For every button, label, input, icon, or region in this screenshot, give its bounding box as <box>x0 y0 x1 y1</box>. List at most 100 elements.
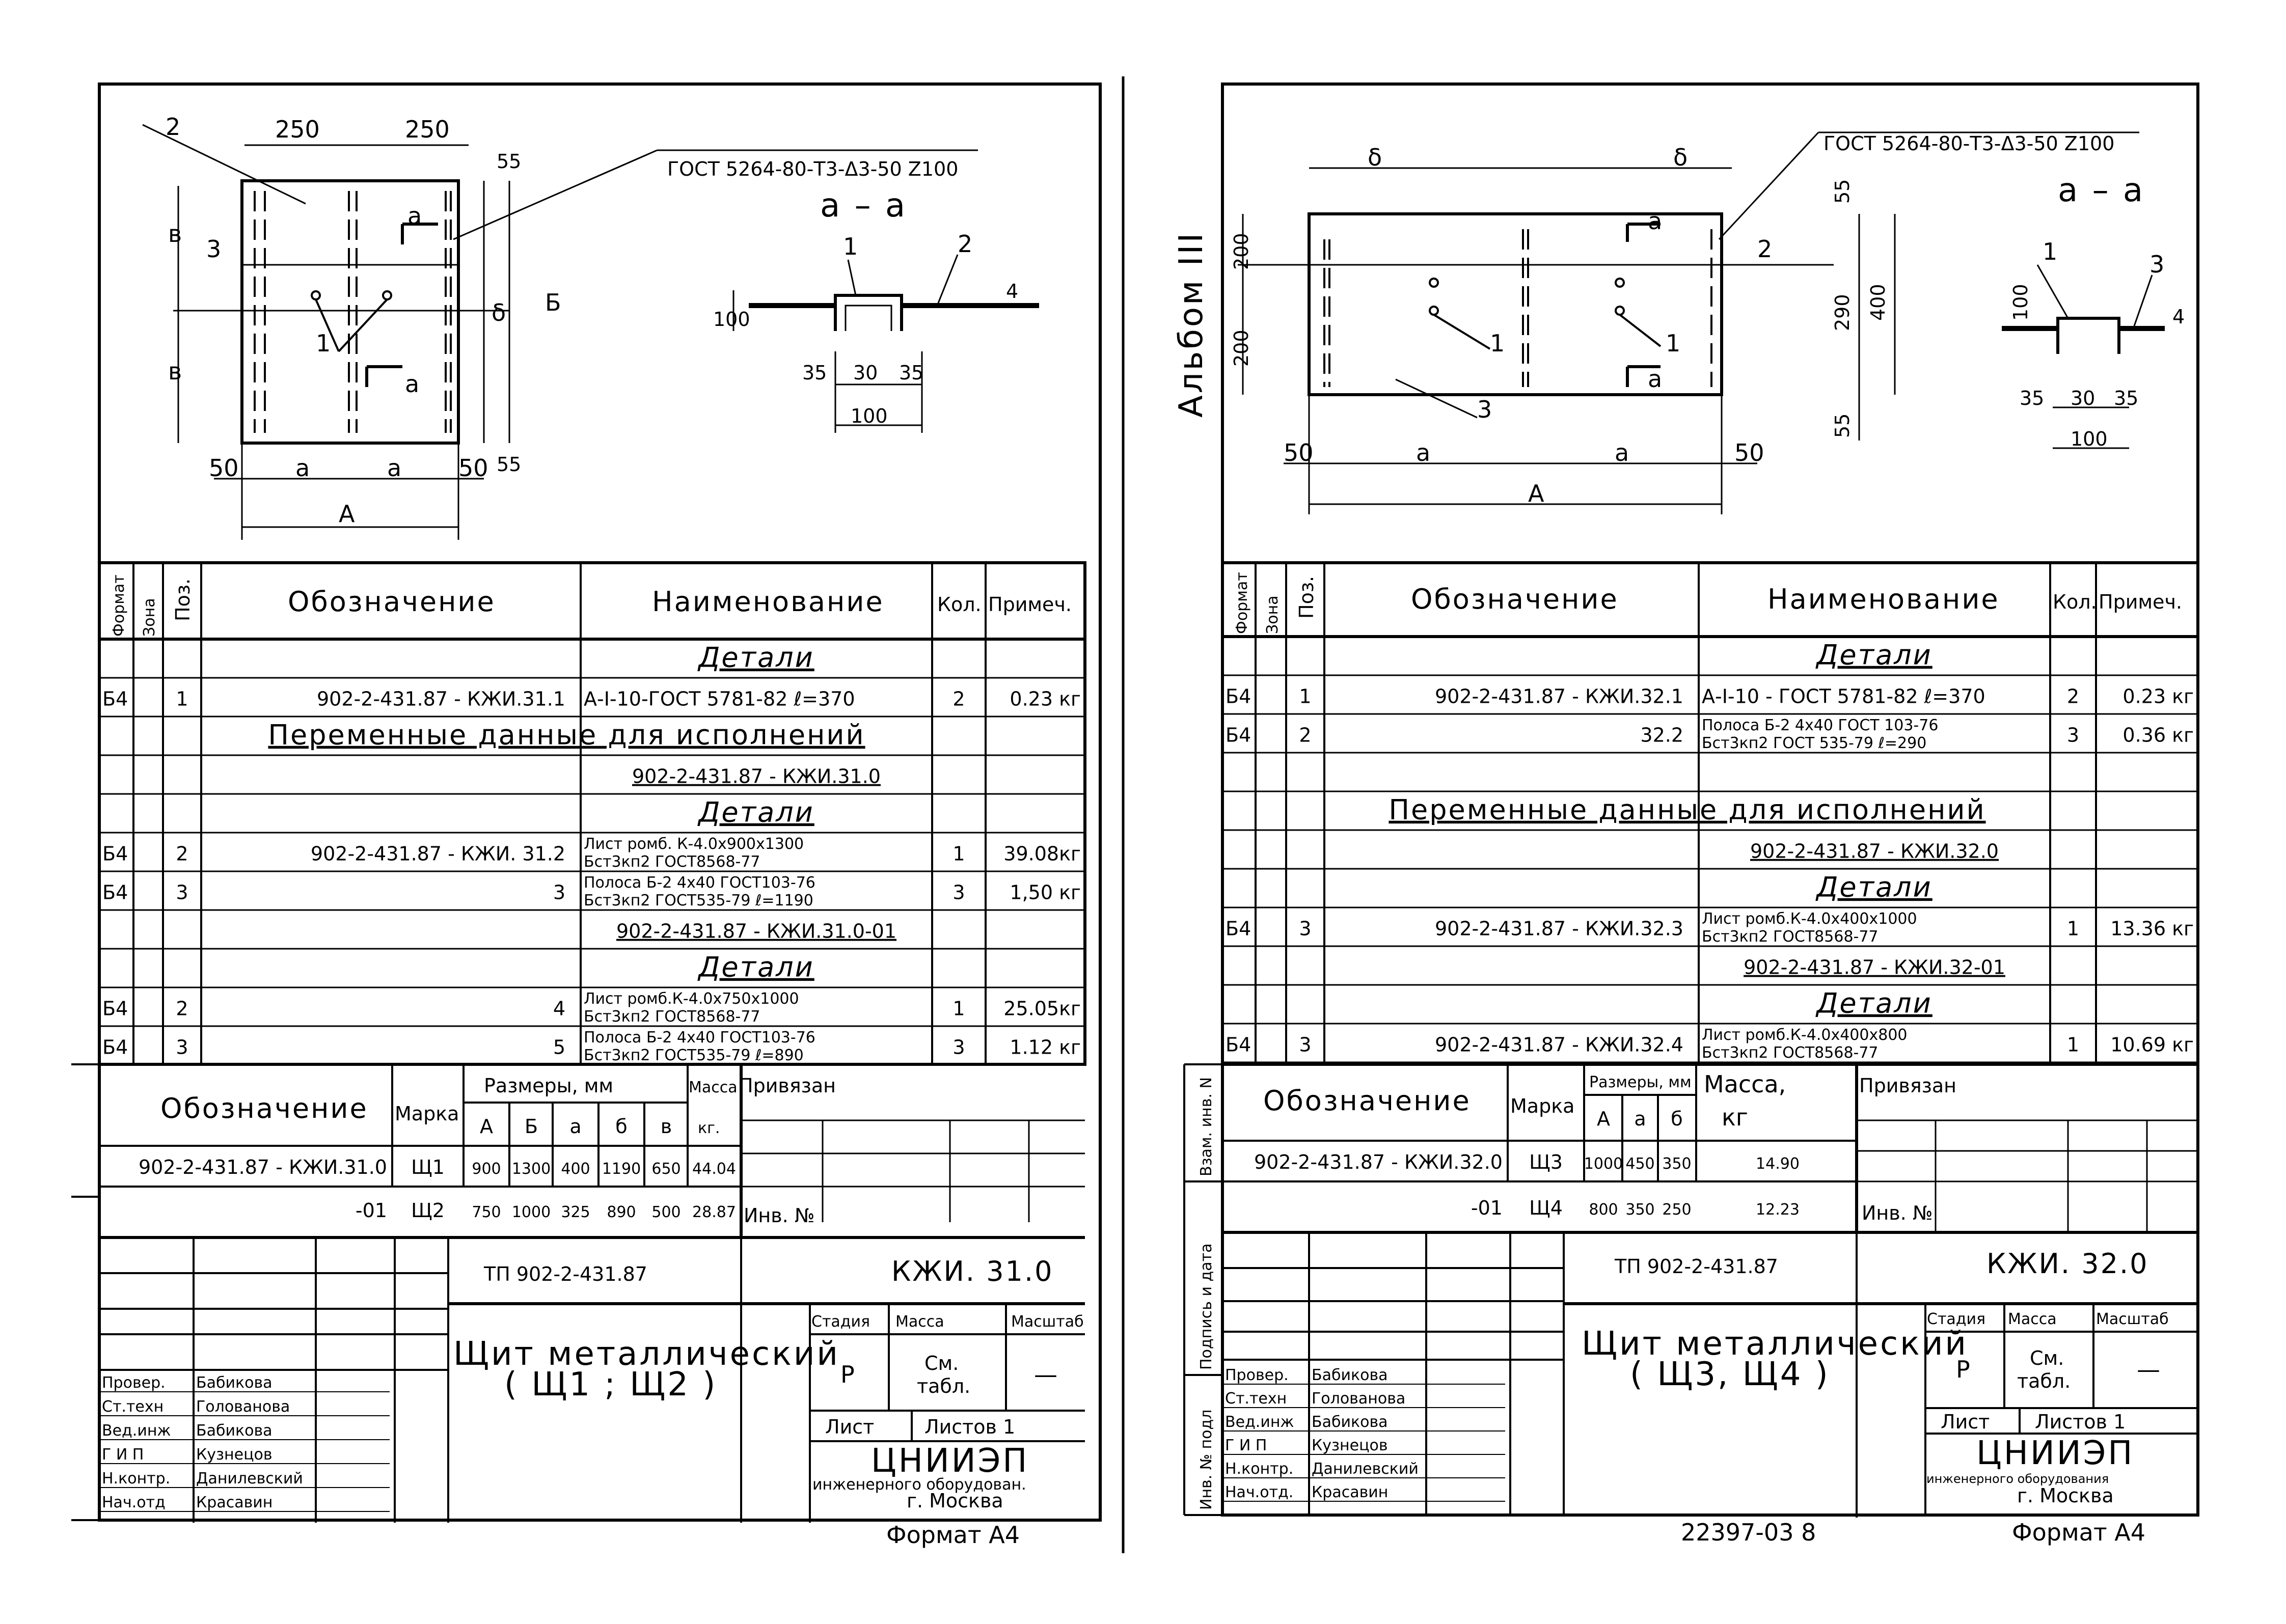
r-callout-1a: 1 <box>1490 329 1505 357</box>
hdr-qty: Кол. <box>937 593 982 616</box>
left-stage: Р <box>840 1361 855 1388</box>
var-size-value: 325 <box>561 1203 590 1221</box>
spec-variable-data-title: Переменные данные для исполнений <box>1389 794 1985 826</box>
spec-section-title: Детали <box>697 642 814 674</box>
var-designation: 902-2-431.87 - КЖИ.32.0 <box>1254 1151 1503 1173</box>
signature-role: Г И П <box>102 1446 144 1464</box>
spec-position: 3 <box>176 882 188 904</box>
r-dim-200-b: 200 <box>1230 329 1253 367</box>
spec-position: 3 <box>176 1036 188 1059</box>
section-callout-1: 1 <box>843 233 858 260</box>
r-dim-400: 400 <box>1867 284 1889 321</box>
left-title-2: ( Щ1 ; Щ2 ) <box>504 1366 717 1403</box>
r-callout-3: 3 <box>1477 396 1492 423</box>
spec-designation: 902-2-431.87 - КЖИ.32.1 <box>1435 685 1683 708</box>
right-title-texts: ТП 902-2-431.87 КЖИ. 32.0 Щит металличес… <box>1582 1248 2169 1546</box>
right-tie-grid <box>1857 1119 2198 1232</box>
right-plan-labels: δ δ 200 200 55 290 400 55 50 а а 50 А 1 … <box>1230 132 2114 507</box>
right-tied: Привязан <box>1859 1075 1956 1097</box>
var-mark: Щ1 <box>411 1156 445 1178</box>
dim-a-1: а <box>295 454 310 482</box>
spec-format: Б4 <box>102 998 128 1020</box>
spec-format: Б4 <box>1226 685 1251 708</box>
signature-name: Красавин <box>196 1494 273 1511</box>
left-mass: См. <box>924 1352 959 1374</box>
spec-name: Лист ромб.К-4.0х750х1000 <box>584 990 799 1008</box>
signature-name: Кузнецов <box>196 1446 273 1464</box>
spec-position: 3 <box>1299 1034 1311 1056</box>
right-scale: — <box>2137 1356 2160 1383</box>
spec-section-title: Детали <box>1815 987 1933 1020</box>
spec-quantity: 2 <box>953 688 965 710</box>
right-title-block <box>1222 1231 2198 1515</box>
signature-role: Провер. <box>1225 1366 1289 1384</box>
left-sheets: Листов 1 <box>924 1416 1015 1438</box>
left-section-drawing <box>732 254 1039 433</box>
cut-mark-bottom: а <box>405 370 419 398</box>
right-scale-h: Масштаб <box>2096 1310 2169 1328</box>
r-callout-2: 2 <box>1757 235 1772 263</box>
section-dim-100b: 100 <box>851 405 888 427</box>
spec-designation: 902-2-431.87 - КЖИ.32.4 <box>1435 1034 1683 1056</box>
signature-role: Вед.инж <box>102 1422 171 1440</box>
var-size-value: 1000 <box>512 1203 551 1221</box>
dim-50-right: 50 <box>458 454 488 482</box>
spec-note: 0.23 кг <box>1010 688 1081 710</box>
spec-format: Б4 <box>102 882 128 904</box>
callout-3: 3 <box>206 235 221 263</box>
var-designation: -01 <box>356 1199 387 1222</box>
r-weld-gost-label: ГОСТ 5264-80-Т3-Δ3-50 Z100 <box>1824 132 2114 155</box>
left-doc-code: КЖИ. 31.0 <box>891 1255 1053 1287</box>
spec-name: А-I-10-ГОСТ 5781-82 ℓ=370 <box>584 688 855 710</box>
left-spec-header: Формат Зона Поз. Обозначение Наименовани… <box>110 574 1072 637</box>
dim-v-top: в <box>168 220 182 247</box>
var-hdr-designation: Обозначение <box>160 1092 368 1124</box>
left-plan-drawing <box>142 124 978 540</box>
right-inv-no: Инв. № <box>1862 1202 1933 1224</box>
spec-name: Полоса Б-2 4х40 ГОСТ103-76 <box>584 1029 815 1047</box>
side-label-inv-orig: Инв. № подл <box>1198 1410 1215 1510</box>
spec-designation: 902-2-431.87 - КЖИ.31.1 <box>317 688 565 710</box>
callout-1: 1 <box>316 329 331 357</box>
right-sheet: Альбом III <box>1173 82 2199 1546</box>
spec-name: Полоса Б-2 4х40 ГОСТ103-76 <box>584 874 815 892</box>
r-dim-A: А <box>1528 480 1544 507</box>
var-col-header: А <box>1597 1108 1610 1130</box>
r-hdr-designation: Обозначение <box>1411 583 1619 615</box>
signature-role: Ст.техн <box>1225 1390 1287 1408</box>
var-col-header: б <box>615 1115 627 1138</box>
spec-name: А-I-10 - ГОСТ 5781-82 ℓ=370 <box>1702 685 1985 708</box>
spec-section-title: Детали <box>1815 871 1933 903</box>
r-section-dim-35a: 35 <box>2020 387 2044 409</box>
r-section-callout-1: 1 <box>2043 238 2057 265</box>
spec-quantity: 1 <box>2067 1034 2079 1056</box>
dim-delta: δ <box>492 299 506 326</box>
spec-designation: 902-2-431.87 - КЖИ. 31.2 <box>311 843 565 865</box>
spec-variant-designation: 902-2-431.87 - КЖИ.31.0-01 <box>616 920 896 943</box>
spec-quantity: 3 <box>953 1036 965 1059</box>
r-var-hdr-mark: Марка <box>1510 1095 1574 1117</box>
r-section-dim-100b: 100 <box>2071 428 2108 450</box>
r-section-dim-4: 4 <box>2172 306 2185 328</box>
r-var-hdr-sizes: Размеры, мм <box>1589 1074 1692 1091</box>
signature-role: Вед.инж <box>1225 1413 1294 1431</box>
var-col-header: Б <box>525 1115 538 1138</box>
var-size-value: 1300 <box>512 1160 551 1178</box>
r-var-hdr-mass: Масса, <box>1704 1070 1786 1098</box>
var-designation: 902-2-431.87 - КЖИ.31.0 <box>139 1156 387 1178</box>
spec-variable-data-title: Переменные данные для исполнений <box>268 719 865 751</box>
signature-name: Бабикова <box>1312 1413 1388 1431</box>
side-label-signature-date: Подпись и дата <box>1198 1244 1215 1370</box>
spec-name: Лист ромб.К-4.0х400х800 <box>1702 1026 1908 1044</box>
right-section-drawing <box>2002 264 2165 449</box>
spec-position: 2 <box>1299 724 1311 747</box>
spec-format: Б4 <box>102 688 128 710</box>
section-title: а – а <box>820 187 907 225</box>
spec-quantity: 1 <box>2067 918 2079 940</box>
album-label: Альбом III <box>1173 231 1210 418</box>
dim-v-bottom: в <box>168 357 182 385</box>
